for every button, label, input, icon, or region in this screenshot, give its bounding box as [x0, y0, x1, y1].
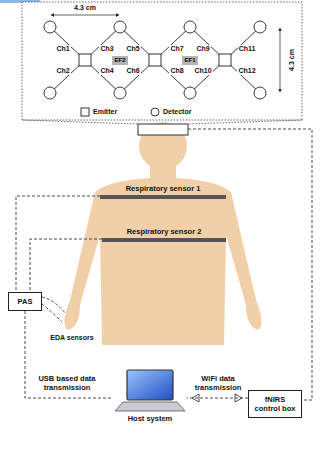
reference-optode: EF1 [182, 56, 197, 65]
legend-item: Detector [150, 107, 191, 117]
legend-item: Emitter [80, 107, 117, 117]
host-laptop: Host system [113, 368, 187, 423]
data-link [25, 311, 113, 398]
channel-label: Ch9 [195, 45, 210, 53]
detector-symbols [44, 21, 266, 99]
channel-label: Ch12 [237, 67, 256, 75]
control-box: fNIRS control box [248, 390, 302, 418]
node-text: Respiratory sensor 1 [100, 184, 226, 193]
legend-text: Emitter [93, 108, 117, 116]
data-link [16, 196, 100, 292]
node-text: EF2 [114, 57, 125, 64]
channel-label: Ch5 [125, 45, 140, 53]
dimension-arrow [280, 28, 281, 92]
channel-label: Ch3 [99, 45, 114, 53]
channel-label: Ch6 [125, 67, 140, 75]
laptop-base [115, 402, 185, 411]
link-label: USB based data transmission [30, 374, 104, 392]
node-text: EF1 [184, 57, 195, 64]
pas-box: PAS [8, 292, 42, 311]
channel-label: Ch7 [169, 45, 184, 53]
dimension-arrow [51, 15, 119, 16]
legend-text: Detector [163, 108, 191, 116]
node-text: fNIRS control box [252, 395, 298, 413]
emitter-sample [81, 108, 89, 116]
human-head [139, 122, 187, 170]
zoom-line [188, 120, 302, 124]
dimension-label: 4.3 cm [73, 4, 97, 12]
emitter-symbols [79, 54, 231, 66]
node-text: Respiratory sensor 2 [102, 227, 226, 236]
reference-optode: EF2 [112, 56, 127, 65]
node-text: PAS [12, 297, 38, 306]
laptop-screen [127, 370, 173, 400]
channel-label: Ch1 [55, 45, 70, 53]
channel-label: Ch4 [99, 67, 114, 75]
dimension-label: 4.3 cm [288, 48, 296, 72]
channel-label: Ch8 [169, 67, 184, 75]
eda-wire [42, 304, 62, 322]
channel-label: Ch10 [193, 67, 212, 75]
channel-label: Ch11 [238, 45, 257, 53]
link-label: WiFi data transmission [189, 374, 247, 392]
channel-label: Ch2 [55, 67, 70, 75]
respiratory-band: Respiratory sensor 2 [102, 227, 226, 242]
zoom-line [22, 120, 138, 124]
sensor-band [100, 195, 226, 199]
channel-lines [50, 27, 260, 93]
node-text: Host system [113, 414, 187, 423]
data-link [187, 398, 248, 399]
sensor-label: EDA sensors [49, 334, 94, 342]
eda-wire [42, 297, 66, 314]
fnirs-cable [188, 129, 312, 400]
sensor-band [102, 238, 226, 242]
zoom-box [22, 2, 302, 120]
detector-sample [151, 108, 159, 116]
laptop-icon [113, 368, 187, 414]
human-body [64, 165, 261, 345]
respiratory-band: Respiratory sensor 1 [100, 184, 226, 199]
data-link [30, 239, 102, 292]
fnirs-headband [138, 124, 188, 135]
